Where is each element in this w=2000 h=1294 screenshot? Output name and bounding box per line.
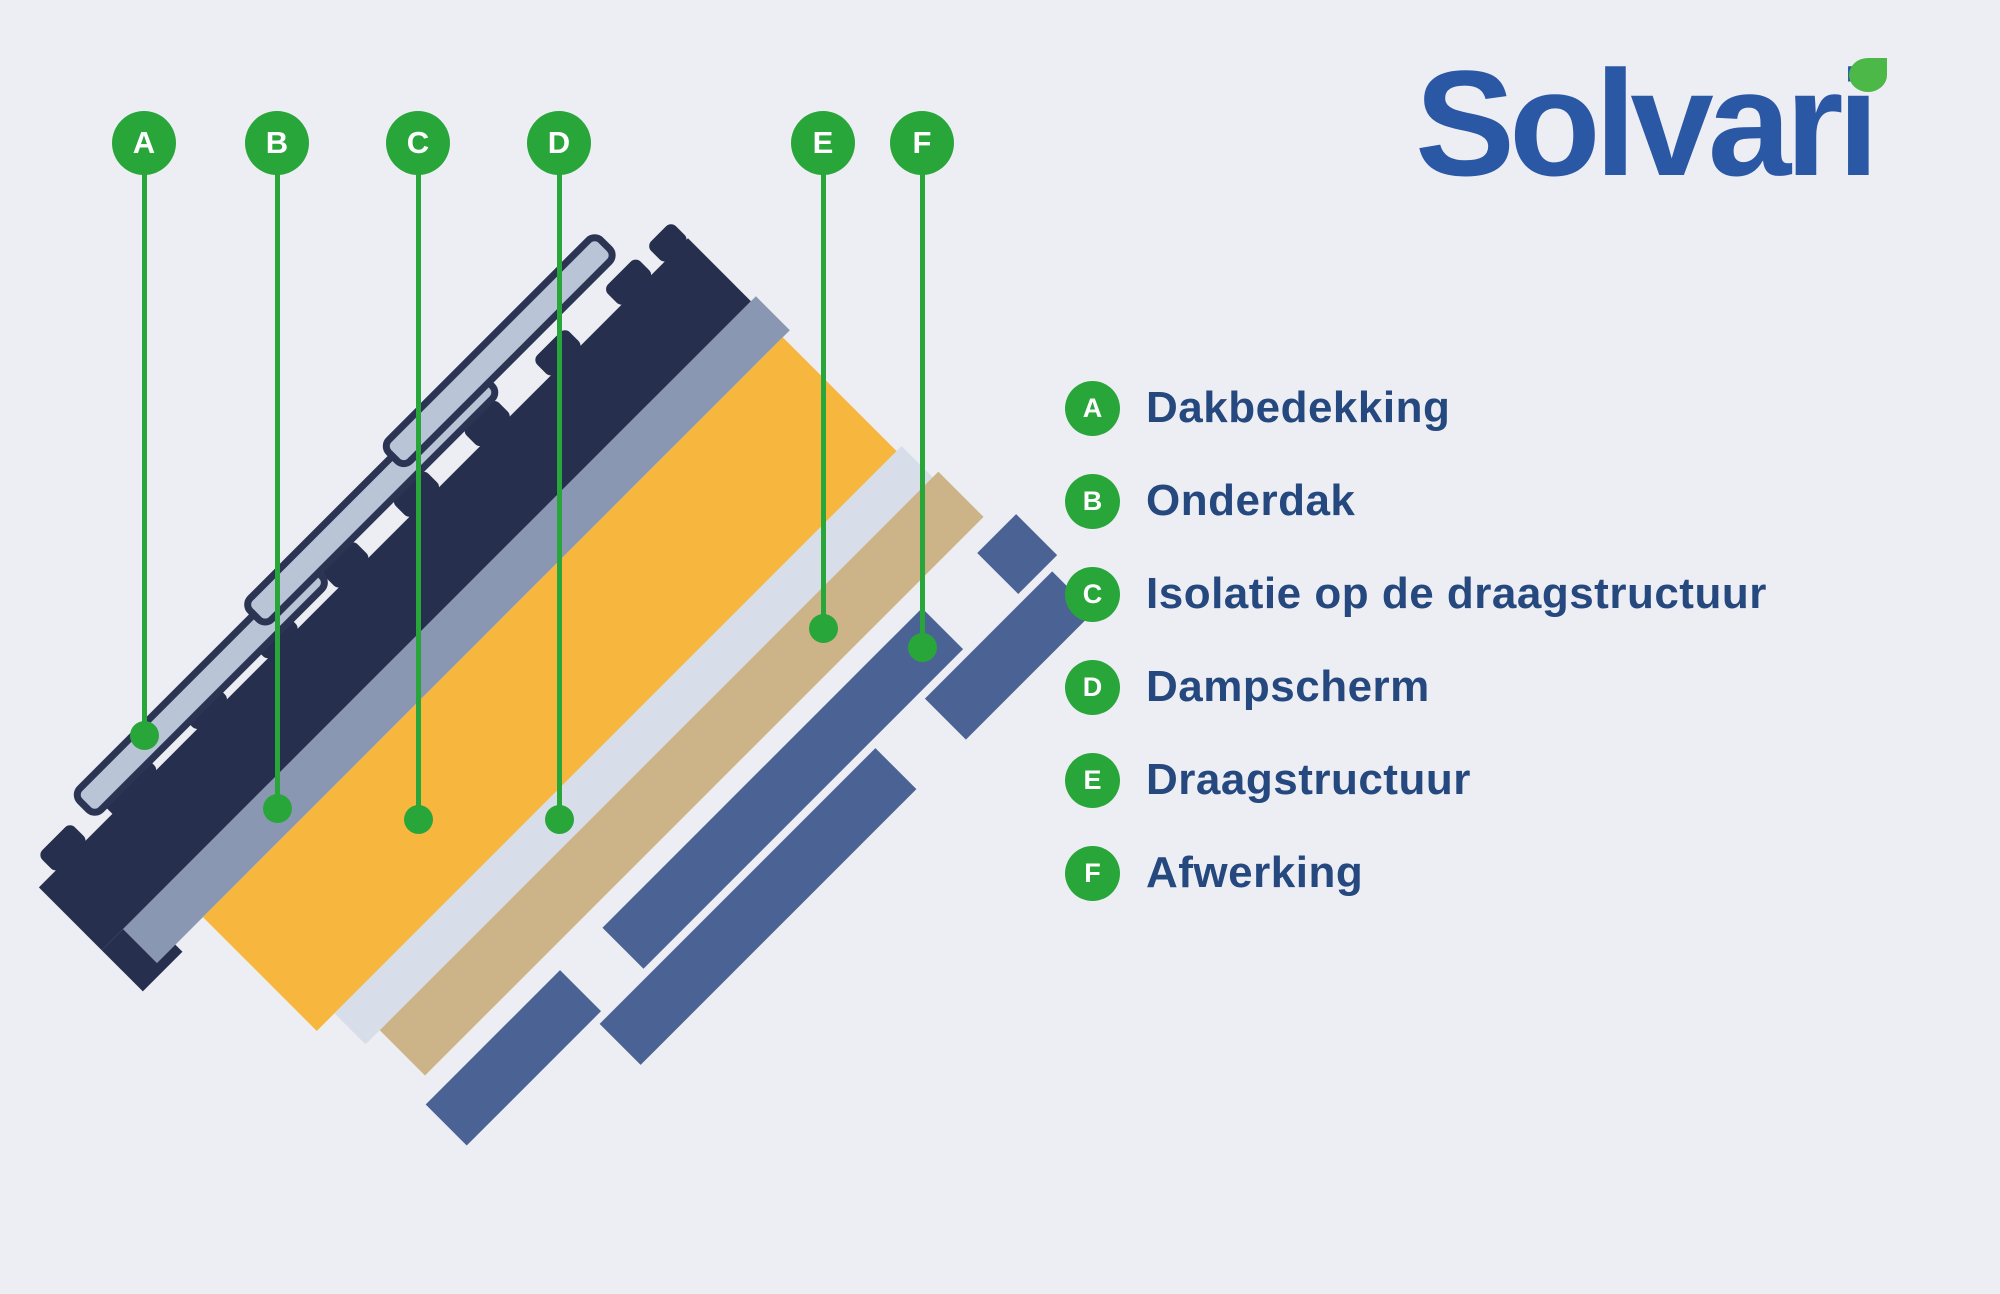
legend-circle-d: D — [1065, 659, 1120, 715]
marker-circle-e: E — [791, 111, 855, 175]
leader-line-e — [820, 172, 826, 628]
layer-dot-d — [544, 804, 574, 834]
leaf-icon — [1849, 58, 1887, 92]
legend-item-d: D Dampscherm — [1065, 659, 1430, 715]
legend-item-label: Draagstructuur — [1146, 755, 1471, 804]
layer-dot-f — [907, 632, 937, 662]
legend-item-b: B Onderdak — [1065, 473, 1355, 529]
leader-line-d — [556, 172, 562, 819]
legend-item-label: Afwerking — [1146, 848, 1364, 897]
marker-circle-d: D — [527, 111, 591, 175]
legend-circle-b: B — [1065, 473, 1120, 529]
layer-dot-c — [403, 804, 433, 834]
legend-item-label: Onderdak — [1146, 476, 1356, 525]
logo-text: Solvari — [1415, 39, 1879, 207]
legend-item-label: Dampscherm — [1146, 662, 1430, 711]
legend-circle-e: E — [1065, 752, 1120, 808]
leader-line-a — [141, 172, 147, 735]
marker-circle-b: B — [245, 111, 309, 175]
layer-dot-b — [262, 793, 292, 823]
legend-item-label: Dakbedekking — [1146, 383, 1451, 432]
legend-item-e: E Draagstructuur — [1065, 752, 1471, 808]
legend-circle-a: A — [1065, 380, 1120, 436]
legend-circle-c: C — [1065, 566, 1120, 622]
solvari-logo: Solvari — [1415, 48, 1975, 218]
leader-line-c — [415, 172, 421, 819]
marker-circle-f: F — [890, 111, 954, 175]
legend-circle-f: F — [1065, 845, 1120, 901]
layer-dot-e — [808, 613, 838, 643]
legend-item-c: C Isolatie op de draagstructuur — [1065, 566, 1767, 622]
legend-item-label: Isolatie op de draagstructuur — [1146, 569, 1767, 618]
legend-item-a: A Dakbedekking — [1065, 380, 1450, 436]
legend-item-f: F Afwerking — [1065, 845, 1363, 901]
layer-dot-a — [129, 720, 159, 750]
leader-line-b — [274, 172, 280, 808]
marker-circle-c: C — [386, 111, 450, 175]
marker-circle-a: A — [112, 111, 176, 175]
leader-line-f — [919, 172, 925, 647]
